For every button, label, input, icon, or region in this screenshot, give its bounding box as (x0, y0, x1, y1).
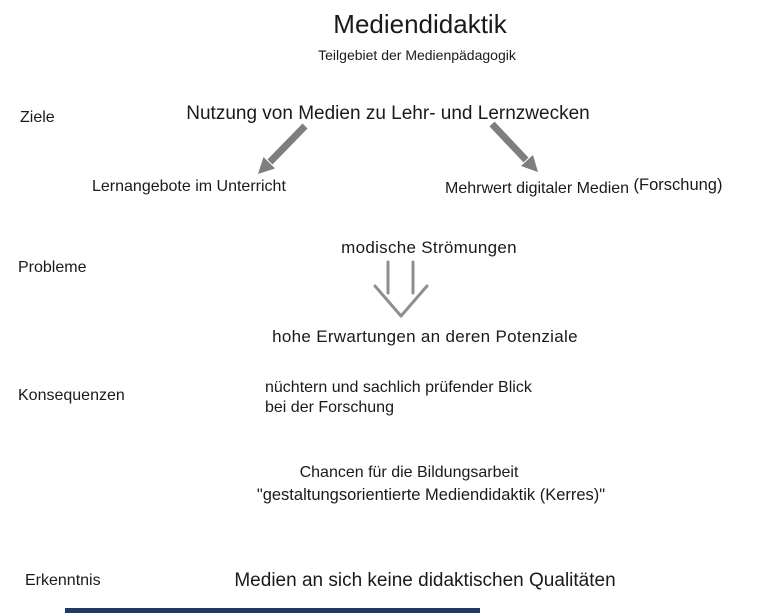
branch-lernangebote: Lernangebote im Unterricht (92, 178, 286, 195)
branch-mehrwert-note: (Forschung) (633, 176, 723, 194)
bottom-blue-bar (65, 608, 480, 613)
row-label-konsequenzen: Konsequenzen (18, 387, 125, 404)
page-title: Mediendidaktik (333, 9, 507, 39)
statement-nutzung: Nutzung von Medien zu Lehr- und Lernzwec… (186, 103, 590, 124)
row-label-erkenntnis: Erkenntnis (25, 572, 101, 589)
text-chancen: Chancen für die Bildungsarbeit (299, 464, 519, 481)
row-label-ziele: Ziele (20, 109, 55, 126)
branch-mehrwert: Mehrwert digitaler Medien (Forschung) (445, 176, 723, 198)
branch-mehrwert-label: Mehrwert digitaler Medien (445, 180, 630, 197)
arrow-down-left-icon (258, 123, 308, 174)
text-nuechtern-block: nüchtern und sachlich prüfender Blick be… (265, 378, 595, 418)
text-hohe-erwartungen: hohe Erwartungen an deren Potenziale (272, 327, 578, 346)
text-nuechtern-line1: nüchtern und sachlich prüfender Blick (265, 379, 532, 396)
text-modische-stroemungen: modische Strömungen (341, 238, 517, 257)
statement-medien: Medien an sich keine didaktischen Qualit… (234, 570, 616, 591)
arrow-down-right-icon (489, 121, 538, 172)
text-nuechtern-line2: bei der Forschung (265, 399, 394, 416)
text-quote-kerres: "gestaltungsorientierte Mediendidaktik (… (256, 486, 606, 504)
double-down-arrow-icon (373, 260, 429, 318)
page-subtitle: Teilgebiet der Medienpädagogik (318, 47, 516, 63)
row-label-probleme: Probleme (18, 259, 87, 276)
